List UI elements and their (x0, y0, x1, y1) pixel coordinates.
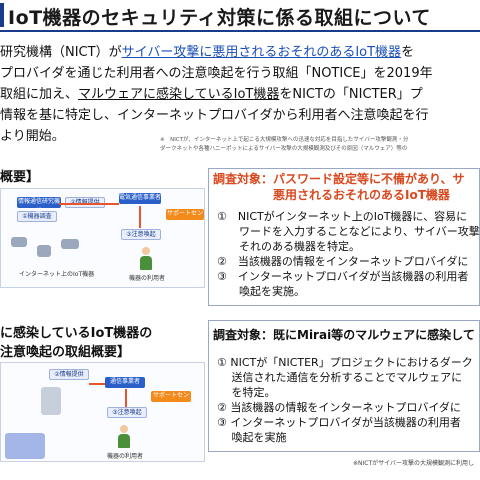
footnote-line-1: ※ NICTが、インターネット上で起こる大規模攻撃への迅速な対応を目指したサイバ… (160, 137, 409, 143)
diag1-info-box: ②情報提供 (65, 197, 105, 208)
title-bar: IoT機器のセキュリティ対策に係る取組について (0, 0, 480, 30)
diag1-arrow-info (59, 203, 119, 205)
intro-highlight-malware: マルウェアに感染しているIoT機器 (78, 87, 280, 102)
section1-panel-head-1: 調査対象：パスワード設定等に不備があり、サ (213, 172, 465, 186)
section2-item-3: を特定。 (217, 386, 276, 399)
diag1-user-person (139, 247, 153, 271)
intro-line-1-post: を (401, 45, 415, 60)
intro-paragraph: 研究機構（NICT）がサイバー攻撃に悪用されるおそれのあるIoT機器を プロバイ… (0, 42, 480, 147)
section2-item-2: 送信された通信を分析することでマルウェアに (217, 371, 463, 384)
diag1-arrow-alert (139, 206, 141, 228)
section2-item-6: 喚起を実施 (217, 431, 287, 444)
intro-line-3-pre: 取組に加え、 (0, 87, 79, 102)
diag2-user-label: 機器の利用者 (107, 453, 144, 460)
section1-panel-list: ① NICTがインターネット上のIoT機器に、容易に ワードを入力することなどに… (217, 209, 480, 299)
section2-diagram: ②情報提供 通信事業者 サポートセンター ③注意喚起 機器の利用者 (0, 362, 205, 462)
intro-highlight-iot: サイバー攻撃に悪用されるおそれのあるIoT機器 (121, 45, 402, 60)
diag2-arrow-alert (125, 389, 127, 407)
diag2-report-document (41, 387, 61, 415)
diag1-support-box: サポートセンター (166, 209, 204, 227)
section1-item-5: ③ インターネットプロバイダが当該機器の利用者 (217, 270, 469, 283)
bottom-footnote: ※NICTがサイバー攻撃の大規模観測に利用し (352, 460, 474, 467)
person-head (142, 247, 150, 255)
section1-diagram: ①機器調査 ②情報提供 情報通信研究機構 電気通信事業者 サポートセンター ③注… (0, 188, 205, 288)
diag1-router-device (37, 245, 51, 257)
intro-line-2: プロバイダを通じた利用者への注意喚起を行う取組「NOTICE」を2019年 (0, 66, 433, 81)
diag2-support-box: サポートセンター (151, 391, 191, 409)
diag1-camera-device (11, 237, 27, 247)
section1-title: 概要】 (0, 170, 40, 185)
section2-title-1: に感染しているIoT機器の (0, 326, 153, 341)
diag1-survey-box: ①機器調査 (17, 211, 57, 222)
section2-panel-head: 調査対象：既にMirai等のマルウェアに感染して (213, 328, 475, 342)
diag2-arrow-info (89, 383, 105, 385)
person-body (118, 434, 130, 448)
section1-panel-head-2: 悪用されるおそれのあるIoT機器 (273, 188, 450, 202)
intro-line-4: 情報を基に特定し、インターネットプロバイダから利用者へ注意喚起を行 (0, 108, 429, 123)
title-accent-bar (0, 3, 4, 27)
diag1-isp-box: 電気通信事業者 (119, 193, 161, 204)
intro-line-1: 研究機構（NICT）がサイバー攻撃に悪用されるおそれのあるIoT機器を (0, 42, 480, 63)
section1-item-4: ② 当該機器の情報をインターネットプロバイダに (217, 255, 469, 268)
diag2-alert-box: ③注意喚起 (107, 407, 147, 418)
section2-title-2: 注意喚起の取組概要】 (0, 345, 131, 360)
section2-panel: 調査対象：既にMirai等のマルウェアに感染して ① NICTが「NICTER」… (208, 320, 480, 452)
section1-item-6: 喚起を実施。 (217, 285, 305, 298)
title-underline (0, 30, 480, 32)
footnote-nicter: ※ NICTが、インターネット上で起こる大規模攻撃への迅速な対応を目指したサイバ… (160, 136, 480, 154)
intro-line-1-pre: 研究機構（NICT）が (0, 45, 122, 60)
section2-panel-list: ① NICTが「NICTER」プロジェクトにおけるダーク 送信された通信を分析す… (217, 355, 473, 445)
section1-panel: 調査対象：パスワード設定等に不備があり、サ 悪用されるおそれのあるIoT機器 ①… (208, 168, 480, 306)
intro-line-3-post: をNICTの「NICTER」プ (279, 87, 423, 102)
diag2-user-person (117, 425, 131, 449)
person-head (120, 425, 128, 433)
section2-item-5: ③ インターネットプロバイダが当該機器の利用者 (217, 416, 461, 429)
section1-item-3: それのある機器を特定。 (217, 240, 360, 253)
diag2-world-map (5, 433, 45, 459)
diag1-nict-box: 情報通信研究機構 (17, 197, 61, 215)
diag1-recorder-device (61, 239, 79, 249)
diag1-alert-box: ③注意喚起 (121, 229, 161, 240)
intro-line-5: より開始。 (0, 129, 65, 144)
section2-item-4: ② 当該機器の情報をインターネットプロバイダに (217, 401, 461, 414)
section2-item-1: ① NICTが「NICTER」プロジェクトにおけるダーク (217, 356, 473, 369)
intro-line-3: 取組に加え、マルウェアに感染しているIoT機器をNICTの「NICTER」プ (0, 84, 480, 105)
page-title: IoT機器のセキュリティ対策に係る取組について (8, 7, 431, 29)
diag1-user-label: 機器の利用者 (129, 275, 166, 282)
diag1-iot-label: インターネット上のIoT機器 (19, 271, 95, 278)
footnote-line-2: ダークネットや各種ハニーポットによるサイバー攻撃の大規模観測及びその原因（マルウ… (160, 146, 408, 152)
section1-item-1: ① NICTがインターネット上のIoT機器に、容易に (217, 210, 468, 223)
person-body (140, 256, 152, 270)
diag2-isp-box: 通信事業者 (105, 377, 145, 388)
diag2-info-box: ②情報提供 (49, 369, 89, 380)
section1-item-2: ワードを入力することなどにより、サイバー攻撃 (217, 225, 480, 238)
